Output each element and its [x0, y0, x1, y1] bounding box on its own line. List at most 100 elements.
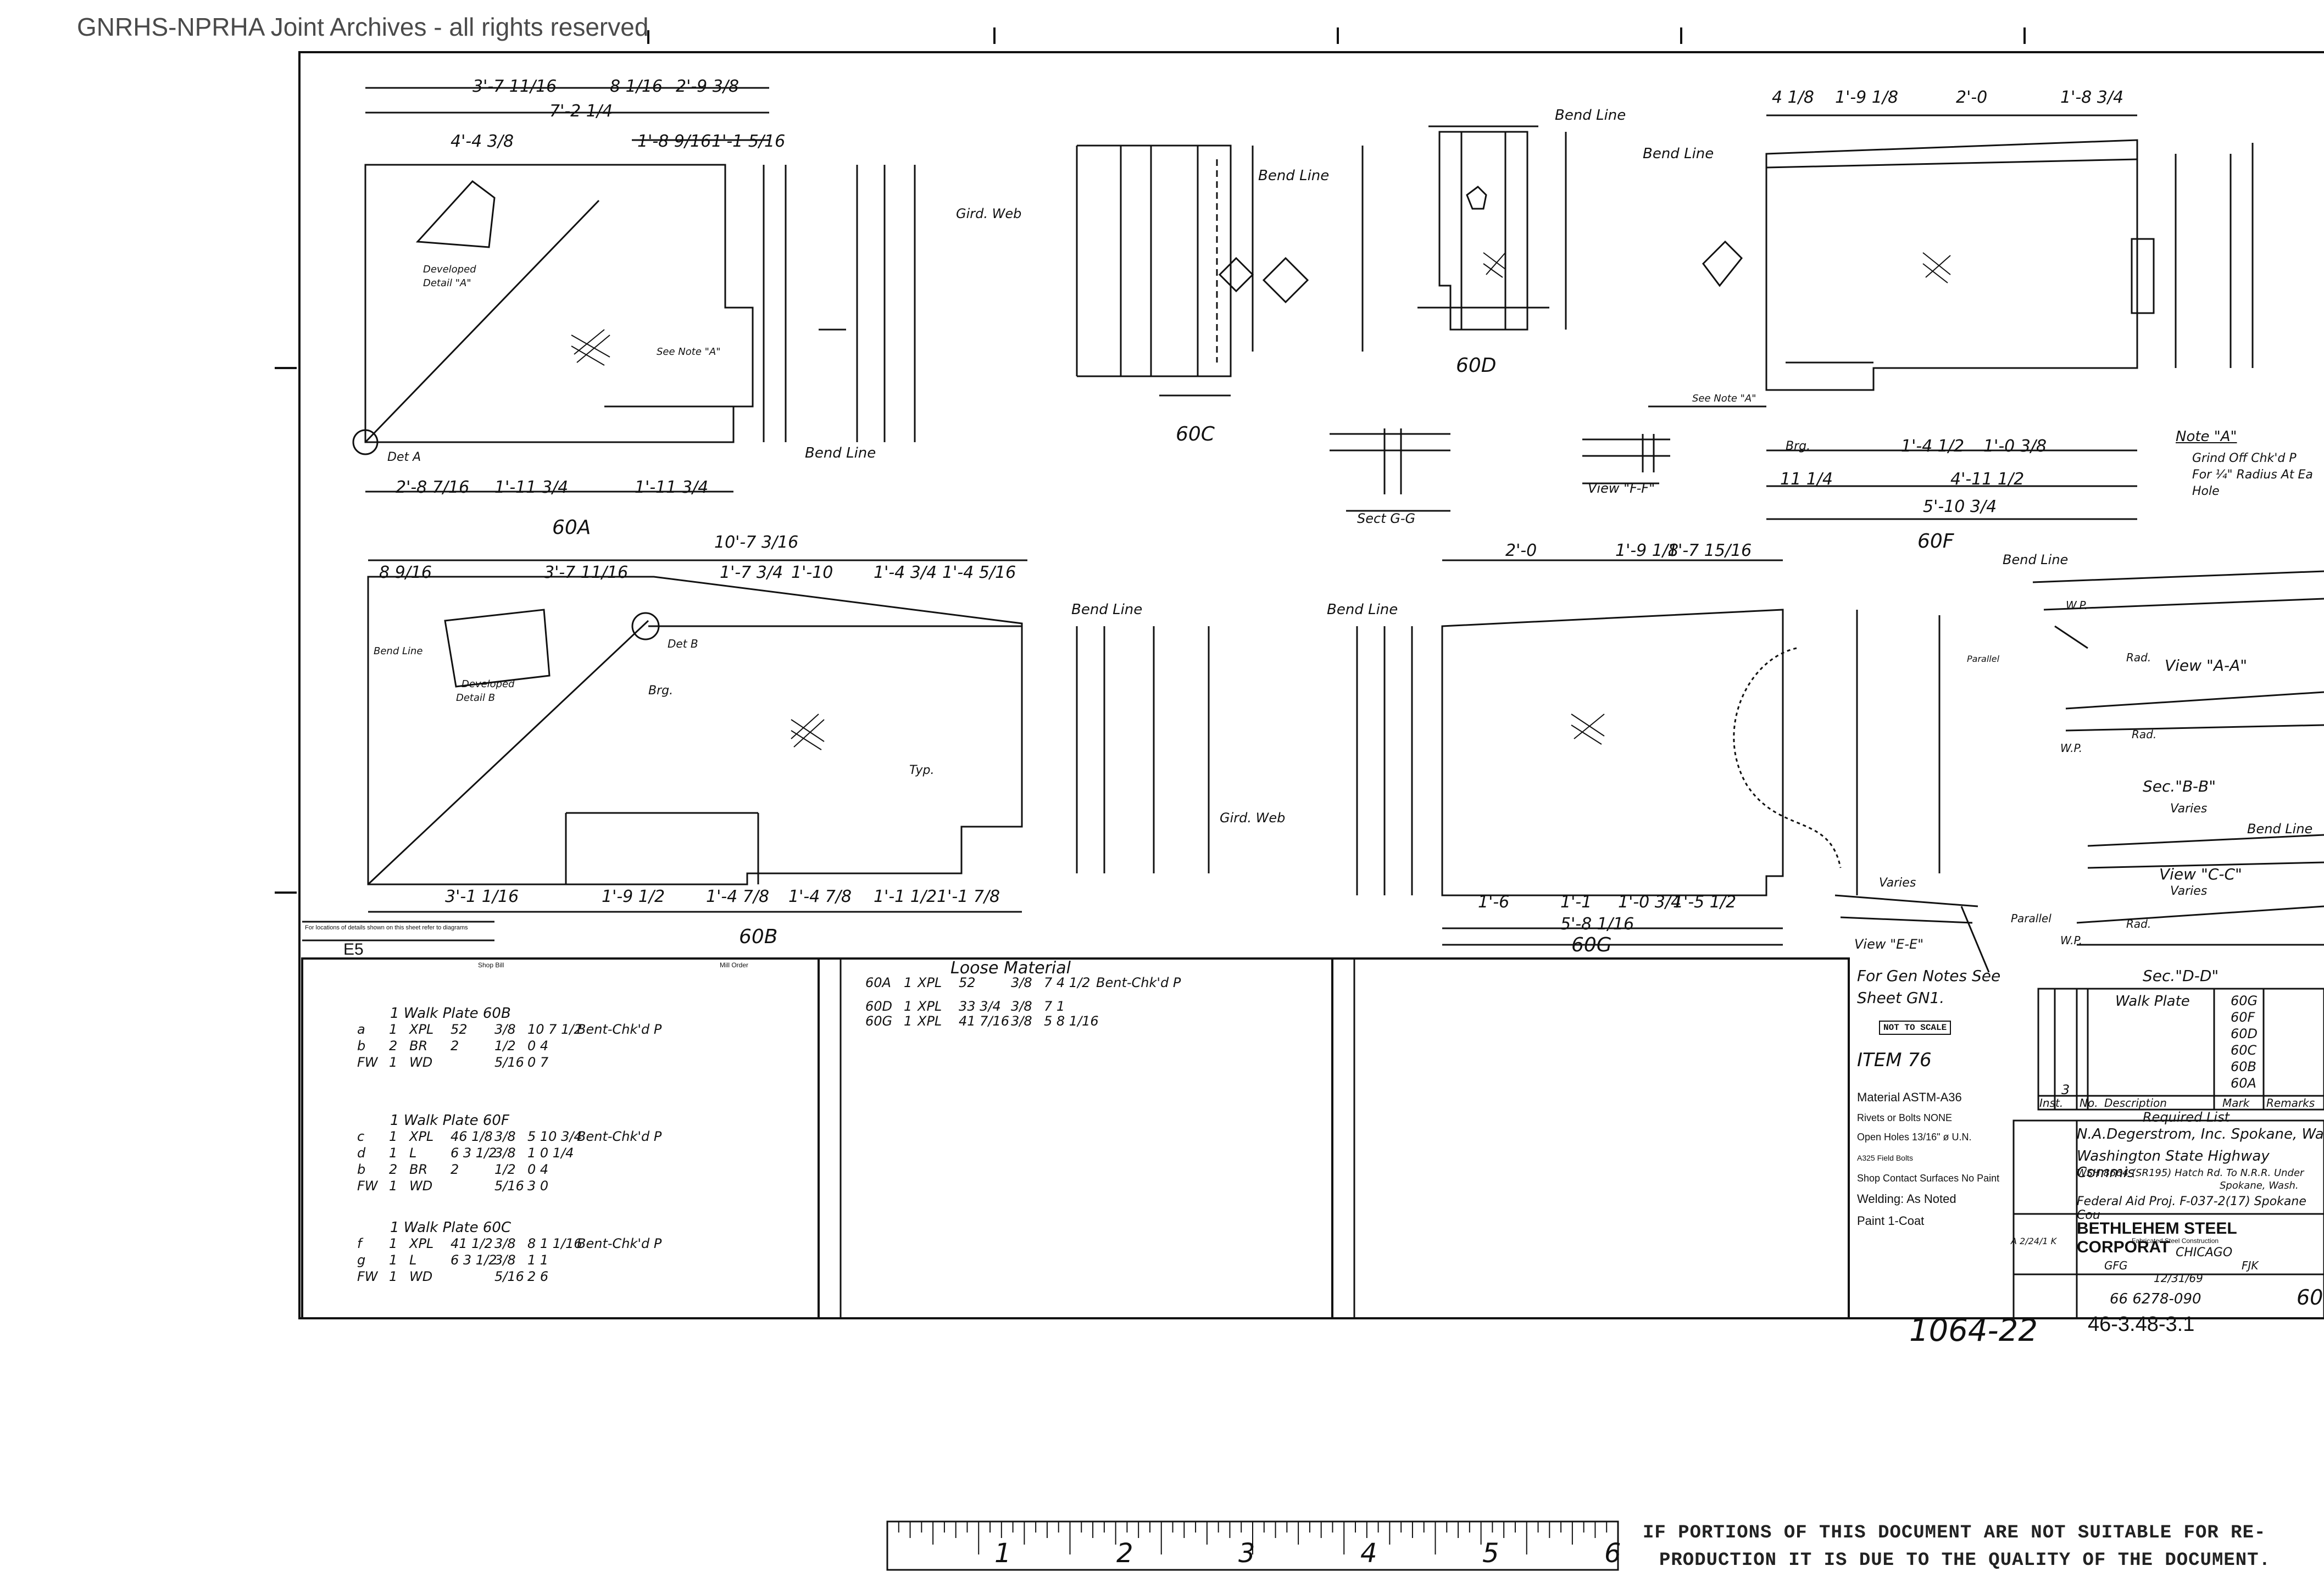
shop-bill-cell: 46 1/8 — [451, 1129, 493, 1144]
shop-bill-cell: b — [357, 1162, 366, 1177]
shop-bill-cell: 1 — [389, 1252, 398, 1268]
shop-bill-cell: 3 0 — [527, 1178, 549, 1194]
view-60b-label: 60B — [739, 926, 778, 948]
open-holes-spec: Open Holes 13/16" ø U.N. — [1857, 1132, 1972, 1143]
view-60f-label: 60F — [1917, 530, 1954, 553]
dimension-label: 2'-0 — [1505, 541, 1537, 560]
parallel-label: Parallel — [2011, 912, 2051, 925]
sect-gg — [1330, 428, 1450, 512]
view-60a-hatch — [571, 329, 610, 366]
gird-web-callout: Gird. Web — [956, 206, 1022, 221]
parallel-label: Parallel — [1967, 654, 2000, 664]
dimension-label: 1'-9 1/2 — [602, 887, 665, 906]
shop-bill-cell: 2 6 — [527, 1269, 549, 1284]
shop-bill-cell: 52 — [451, 1022, 468, 1037]
dimension-label: 1'-7 15/16 — [1667, 541, 1752, 560]
note-a-title: Note "A" — [2176, 428, 2237, 445]
loose-material-cell: 60D — [865, 999, 893, 1014]
loose-material-cell: 41 7/16 — [959, 1013, 1010, 1029]
shop-bill-cell: Bent-Chk'd P — [577, 1129, 662, 1144]
bend-line-callout: Bend Line — [374, 645, 423, 657]
gird-web-callout: Gird. Web — [1220, 810, 1286, 826]
dimension-label: 1'-8 9/16 — [637, 132, 711, 151]
required-list-mark: 60B — [2231, 1059, 2257, 1074]
shop-bill-grid — [301, 921, 1850, 1319]
shop-bill-cell: 3/8 — [494, 1145, 516, 1161]
dimension-label: 8 9/16 — [379, 563, 432, 582]
shop-bill-cell: 5 10 3/4 — [527, 1129, 582, 1144]
required-list-description: Walk Plate — [2115, 993, 2190, 1010]
archive-watermark: GNRHS-NPRHA Joint Archives - all rights … — [77, 13, 649, 41]
detail-b-label: Detail B — [456, 692, 496, 704]
tb-structure: WSH 8664 (SR195) Hatch Rd. To N.R.R. Und… — [2077, 1167, 2304, 1179]
gen-notes-line1: For Gen Notes See — [1857, 967, 2001, 985]
shop-bill-cell: 3/8 — [494, 1252, 516, 1268]
ruler-number: 2 — [1116, 1538, 1133, 1569]
rad-label: Rad. — [2126, 651, 2151, 664]
required-list-header-cell: Remarks — [2266, 1096, 2315, 1110]
dimension-label: 1'-4 7/8 — [706, 887, 770, 906]
loose-material-cell: 1 — [904, 1013, 913, 1029]
view-ff — [1582, 434, 1670, 484]
shop-bill-cell: 1 — [389, 1145, 398, 1161]
shop-bill-cell: XPL — [409, 1236, 434, 1251]
det-b-label: Det B — [668, 637, 698, 650]
dimension-label: 10'-7 3/16 — [714, 533, 799, 552]
dimension-label: 1'-11 3/4 — [494, 478, 569, 497]
loose-material-cell: 7 4 1/2 — [1044, 975, 1091, 990]
loose-material-title: Loose Material — [950, 959, 1071, 978]
disclaimer-line1: IF PORTIONS OF THIS DOCUMENT ARE NOT SUI… — [1643, 1523, 2266, 1543]
ruler-number: 5 — [1482, 1538, 1499, 1569]
shop-contact-spec: Shop Contact Surfaces No Paint — [1857, 1173, 2000, 1184]
shop-bill-cell: g — [357, 1252, 366, 1268]
shop-bill-cell: 1 — [389, 1269, 398, 1284]
ruler-number: 6 — [1604, 1538, 1621, 1569]
dimension-label: 5'-10 3/4 — [1923, 497, 1997, 516]
bend-line-callout: Bend Line — [1327, 601, 1398, 618]
loose-material-cell: 3/8 — [1011, 999, 1032, 1014]
required-list-mark: 60G — [2231, 993, 2258, 1008]
shop-bill-cell: 1 1 — [527, 1252, 549, 1268]
tb-office: CHICAGO — [2176, 1246, 2233, 1260]
welding-spec: Welding: As Noted — [1857, 1192, 1956, 1206]
loose-material-cell: 60A — [865, 975, 891, 990]
shop-bill-cell: 10 7 1/2 — [527, 1022, 582, 1037]
loose-material-cell: XPL — [918, 1013, 942, 1029]
shop-bill-cell: 2 — [451, 1038, 459, 1054]
shop-bill-cell: a — [357, 1022, 365, 1037]
shop-bill-cell: 3/8 — [494, 1129, 516, 1144]
general-notes: For Gen Notes See Sheet GN1. NOT TO SCAL… — [1857, 967, 2005, 1307]
title-block: N.A.Degerstrom, Inc. Spokane, Wa Washing… — [2011, 1121, 2324, 1318]
ruler-number: 4 — [1360, 1538, 1377, 1569]
dimension-label: 4'-11 1/2 — [1950, 470, 2025, 489]
shop-bill-cell: 0 4 — [527, 1162, 549, 1177]
a325-spec: A325 Field Bolts — [1857, 1154, 1913, 1162]
dimension-label: 4 1/8 — [1772, 88, 1814, 107]
dimension-label: 8 1/16 — [610, 77, 663, 96]
loose-material-cell: XPL — [918, 975, 942, 990]
section-sketches — [1834, 570, 2324, 973]
shop-bill-cell: Bent-Chk'd P — [577, 1236, 662, 1251]
detail-a-label: Detail "A" — [423, 277, 471, 289]
view-60d-label: 60D — [1456, 354, 1497, 377]
tb-company: BETHLEHEM STEEL CORPORAT — [2077, 1219, 2237, 1256]
gen-notes-line2: Sheet GN1. — [1857, 989, 1945, 1007]
shop-bill-cell: 1/2 — [494, 1038, 516, 1054]
shop-bill-cell: 1 — [389, 1236, 398, 1251]
dimension-label: 1'-1 1/2 — [874, 887, 937, 906]
loose-material-cell: 7 1 — [1044, 999, 1065, 1014]
bend-line-callout: Bend Line — [2247, 821, 2313, 837]
wp-label: W.P. — [2060, 742, 2083, 755]
shop-bill-note: For locations of details shown on this s… — [305, 924, 468, 931]
loose-material-cell: 3/8 — [1011, 1013, 1032, 1029]
view-60g-label: 60G — [1571, 934, 1612, 956]
required-list-header-cell: No. — [2080, 1096, 2098, 1110]
dimension-label: 1'-1 5/16 — [711, 132, 786, 151]
shop-bill-cell: 1/2 — [494, 1162, 516, 1177]
ruler-number: 1 — [994, 1538, 1011, 1569]
shop-bill-cell: 1 0 1/4 — [527, 1145, 574, 1161]
view-60g — [1356, 559, 1941, 946]
typ-label: Typ. — [909, 764, 935, 777]
dimension-label: 1'-4 5/16 — [942, 563, 1016, 582]
